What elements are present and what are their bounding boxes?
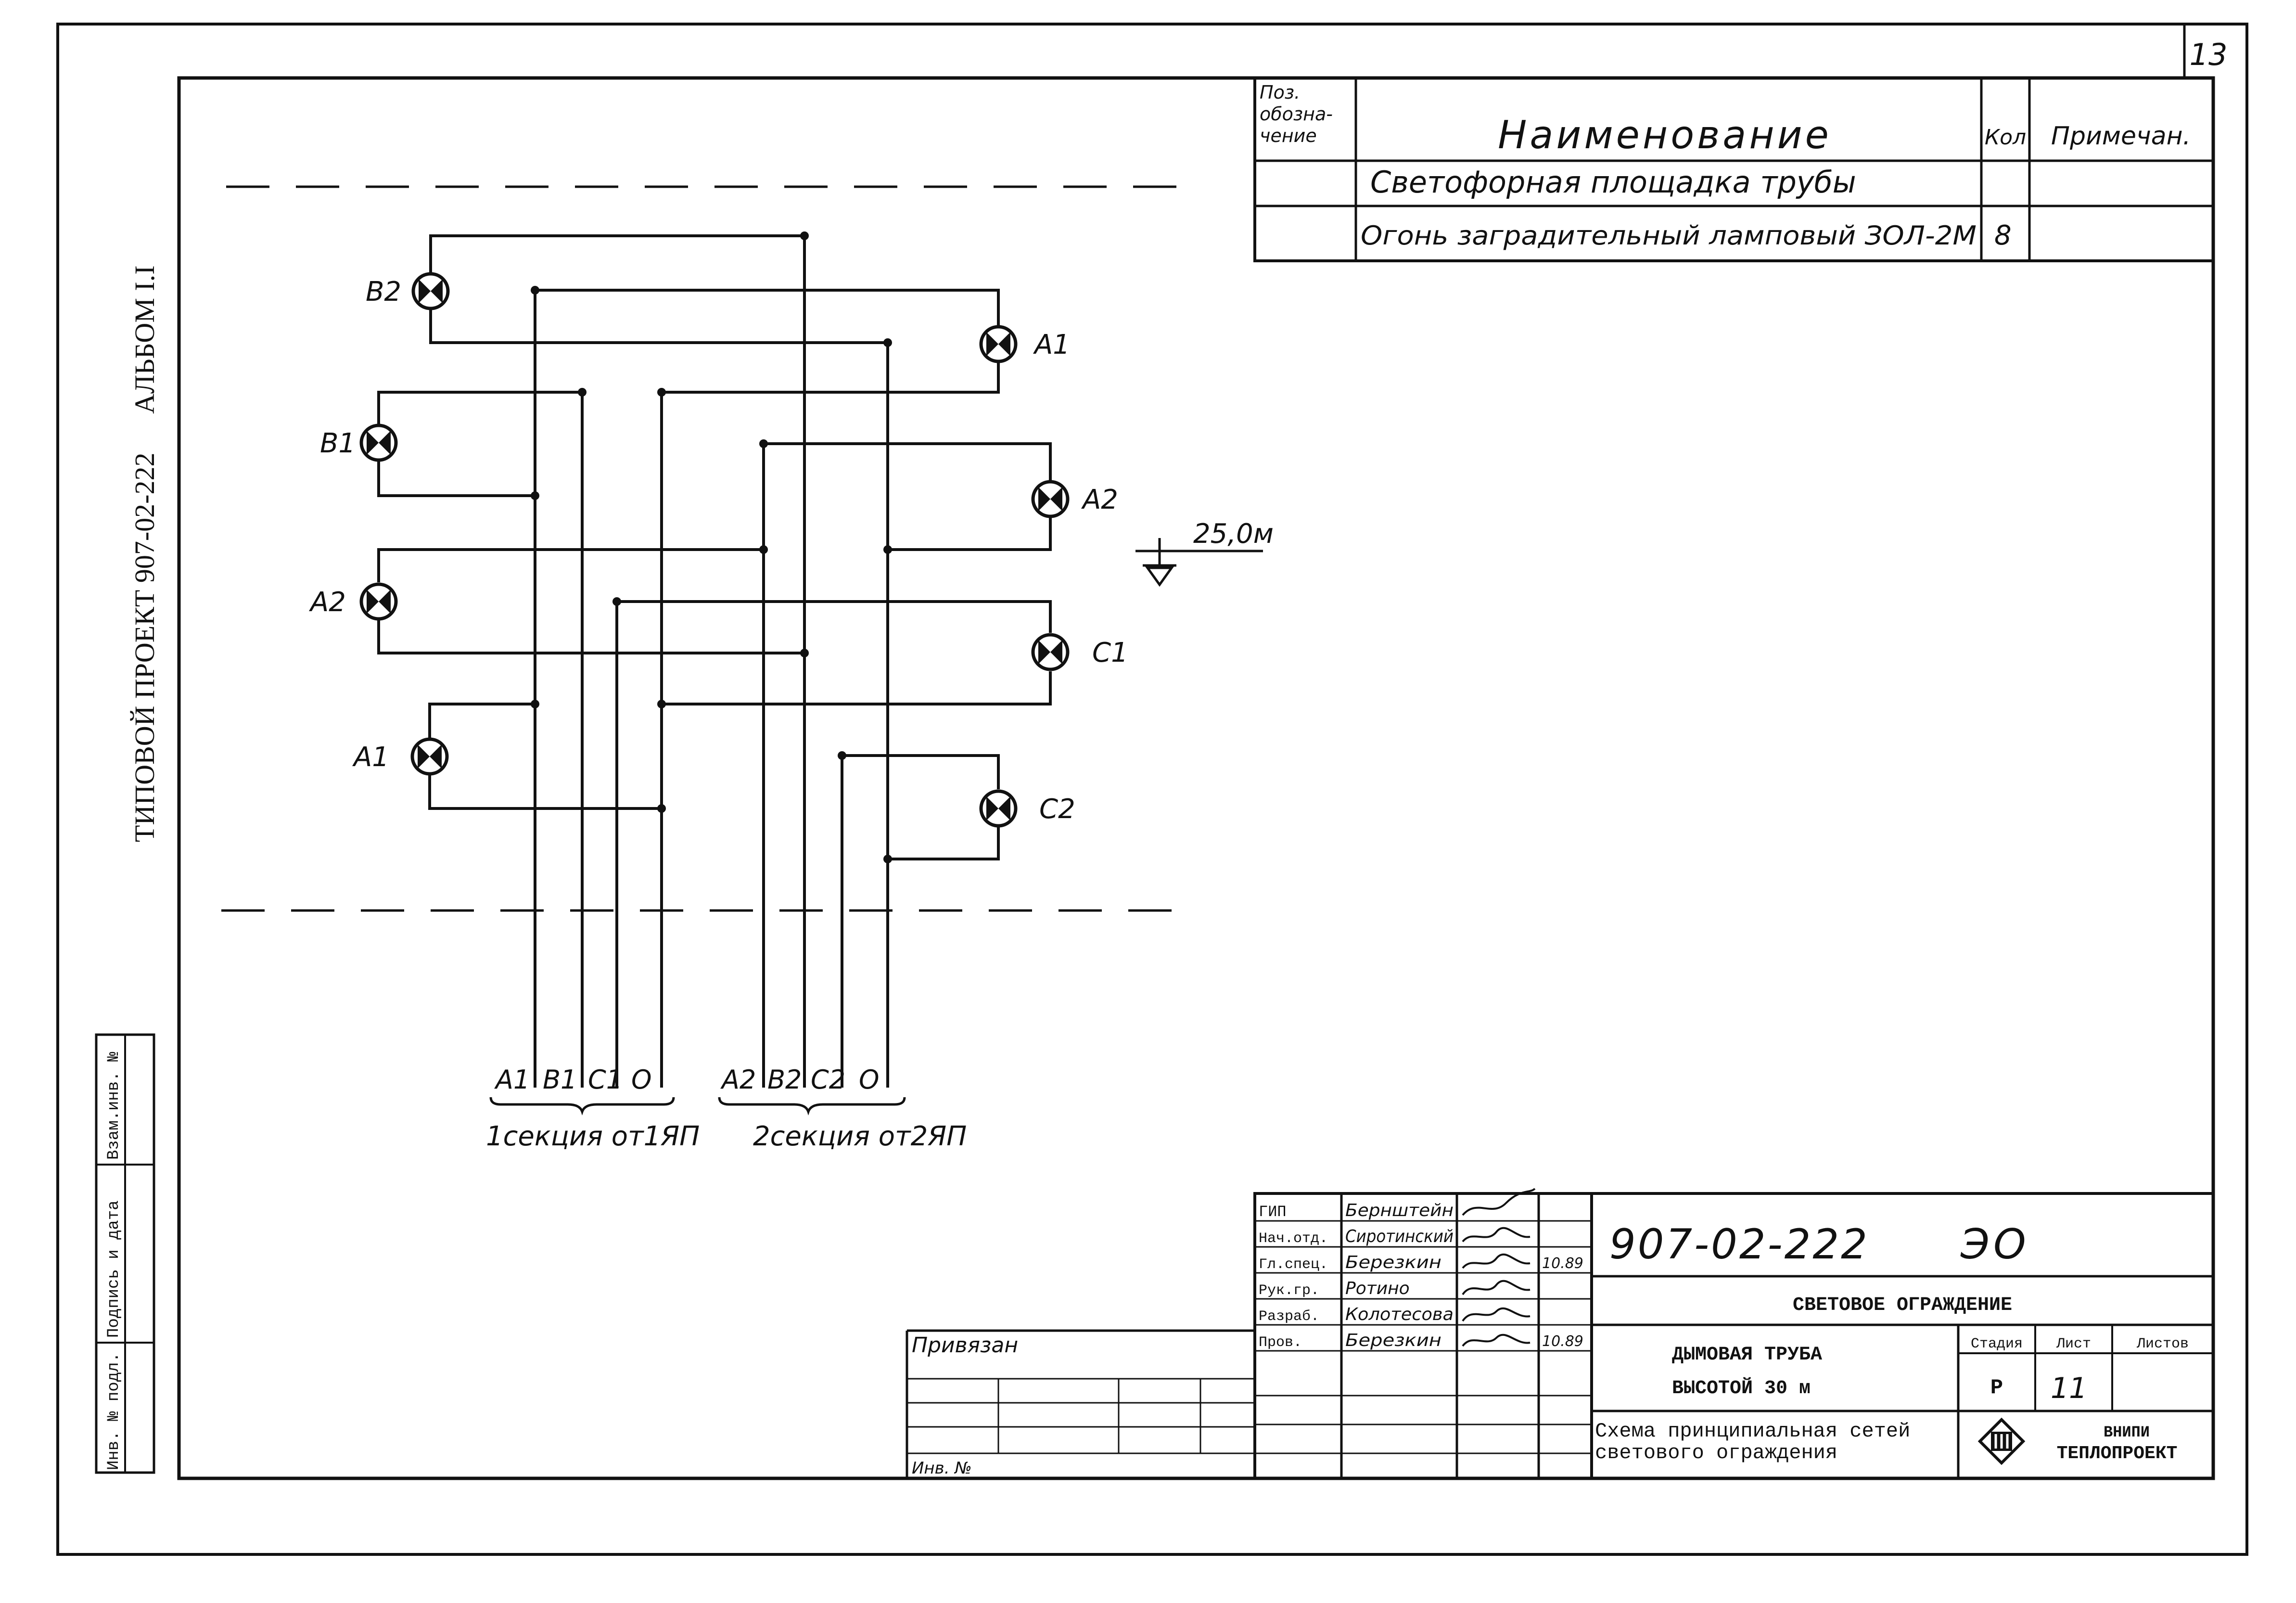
role-prov: Пров. bbox=[1259, 1334, 1302, 1351]
sheet-number: 13 bbox=[2190, 37, 2228, 72]
lamp-c2: C2 bbox=[979, 789, 1075, 828]
section-1-terminal-a1: A1 bbox=[494, 1064, 530, 1095]
lamp-b2-label: B2 bbox=[366, 276, 401, 308]
lamp-c1: C1 bbox=[1031, 633, 1128, 671]
spec-header-pos-3: чение bbox=[1260, 125, 1317, 146]
lamp-a1-right: A1 bbox=[979, 325, 1070, 363]
name-gl-spec: Березкин bbox=[1345, 1253, 1441, 1272]
section-2-terminal-a2: A2 bbox=[720, 1064, 756, 1095]
spec-header-pos-1: Поз. bbox=[1260, 82, 1300, 103]
signature-razrab bbox=[1462, 1307, 1531, 1322]
spec-row-1-name: Светофорная площадка трубы bbox=[1370, 165, 1856, 200]
lamp-a1-left-label: A1 bbox=[352, 742, 389, 773]
spec-header-pos-2: обозна- bbox=[1260, 103, 1333, 125]
section-1-terminal-o: O bbox=[631, 1064, 652, 1095]
drawing-title-line-1: Схема принципиальная сетей bbox=[1595, 1420, 1910, 1443]
name-razrab: Колотесова bbox=[1345, 1305, 1454, 1324]
signature-prov bbox=[1462, 1334, 1531, 1347]
object-line-1: ДЫМОВАЯ ТРУБА bbox=[1672, 1344, 1822, 1366]
date-gl-spec: 10.89 bbox=[1542, 1255, 1583, 1272]
spec-row-2-qty: 8 bbox=[1994, 220, 2012, 251]
section-2-caption: 2секция от2ЯП bbox=[753, 1121, 967, 1152]
lamp-b1: B1 bbox=[320, 423, 398, 462]
stamp-replace-inv: Взам.инв. № bbox=[105, 1052, 123, 1160]
section-1-terminal-c1: C1 bbox=[588, 1064, 623, 1095]
section-1-terminal-b1: B1 bbox=[543, 1064, 577, 1095]
drawing-title-line-2: светового ограждения bbox=[1595, 1441, 1837, 1464]
subtitle: СВЕТОВОЕ ОГРАЖДЕНИЕ bbox=[1793, 1295, 2012, 1316]
name-prov: Березкин bbox=[1345, 1331, 1441, 1350]
lamp-a2-right-label: A2 bbox=[1081, 484, 1118, 515]
signature-nach-otd bbox=[1462, 1227, 1531, 1243]
date-prov: 10.89 bbox=[1542, 1333, 1583, 1350]
role-gip: ГИП bbox=[1259, 1203, 1287, 1221]
section-2-terminal-b2: B2 bbox=[767, 1064, 802, 1095]
sheet-border bbox=[56, 23, 2248, 1556]
stamp-signature-date: Подпись и дата bbox=[105, 1200, 123, 1338]
lamp-c1-label: C1 bbox=[1092, 637, 1128, 668]
privyazan-label: Привязан bbox=[912, 1333, 1018, 1358]
lamp-c2-label: C2 bbox=[1039, 794, 1075, 825]
stamp-inv-no: Инв. № подл. bbox=[105, 1352, 123, 1470]
title-block: Привязан Инв. № ГИП Нач.отд. Гл.спец. Ру… bbox=[906, 1188, 2215, 1480]
lamp-b1-label: B1 bbox=[320, 428, 356, 459]
signature-gl-spec bbox=[1462, 1253, 1531, 1269]
sheet-value: 11 bbox=[2051, 1372, 2087, 1405]
role-nach-otd: Нач.отд. bbox=[1259, 1231, 1328, 1247]
role-gl-spec: Гл.спец. bbox=[1259, 1257, 1328, 1273]
doc-suffix: ЭО bbox=[1960, 1220, 2030, 1269]
lamp-a1-right-label: A1 bbox=[1033, 329, 1070, 360]
spec-row-2-name: Огонь заградительный ламповый ЗОЛ-2М bbox=[1361, 220, 1977, 251]
object-line-2: ВЫСОТОЙ 30 м bbox=[1672, 1377, 1811, 1399]
signature-ruk-gr bbox=[1462, 1280, 1531, 1295]
lamp-b2: B2 bbox=[366, 272, 450, 310]
section-1-caption: 1секция от1ЯП bbox=[486, 1121, 700, 1152]
section-2-terminal-c2: C2 bbox=[811, 1064, 845, 1095]
spec-header-note: Примечан. bbox=[2051, 122, 2191, 151]
level-mark-text: 25,0м bbox=[1193, 518, 1274, 550]
doc-code: 907-02-222 bbox=[1609, 1220, 1869, 1269]
spec-table: Поз. обозна- чение Наименование Кол Прим… bbox=[1253, 77, 2215, 262]
album-side-caption: АЛЬБОМ I.I bbox=[129, 265, 160, 414]
section-1-terminals: A1 B1 C1 O 1секция от1ЯП bbox=[486, 1064, 700, 1152]
lamp-a2-left: A2 bbox=[309, 582, 398, 621]
junction-dots bbox=[531, 231, 892, 863]
stage-header: Стадия bbox=[1971, 1336, 2023, 1352]
project-side-caption: ТИПОВОЙ ПРОЕКТ 907-02-222 bbox=[129, 453, 160, 842]
sheet-header: Лист bbox=[2056, 1336, 2091, 1352]
name-gip: Бернштейн bbox=[1345, 1201, 1454, 1220]
name-nach-otd: Сиротинский bbox=[1345, 1227, 1454, 1246]
sheets-header: Листов bbox=[2136, 1336, 2189, 1352]
lamp-a1-left: A1 bbox=[352, 737, 449, 776]
left-stamp: Инв. № подл. Подпись и дата Взам.инв. № bbox=[95, 1033, 155, 1474]
stage-value: Р bbox=[1990, 1376, 2003, 1400]
lamp-a2-left-label: A2 bbox=[309, 587, 346, 618]
section-2-terminals: A2 B2 C2 O 2секция от2ЯП bbox=[718, 1064, 967, 1152]
inv-no-label: Инв. № bbox=[912, 1459, 972, 1478]
section-2-terminal-o: O bbox=[859, 1064, 880, 1095]
wiring bbox=[377, 234, 1052, 1088]
signature-gip bbox=[1462, 1188, 1536, 1216]
role-razrab: Разраб. bbox=[1259, 1308, 1319, 1325]
name-ruk-gr: Ротино bbox=[1345, 1279, 1410, 1298]
lamp-a2-right: A2 bbox=[1031, 480, 1118, 518]
spec-header-qty: Кол bbox=[1985, 125, 2026, 150]
org-line-2: ТЕПЛОПРОЕКТ bbox=[2057, 1443, 2178, 1464]
spec-header-name: Наименование bbox=[1498, 113, 1832, 157]
organization-logo bbox=[1977, 1417, 2026, 1465]
role-ruk-gr: Рук.гр. bbox=[1259, 1282, 1319, 1299]
org-line-1: ВНИПИ bbox=[2104, 1423, 2150, 1441]
level-mark: 25,0м bbox=[1135, 518, 1274, 587]
sheet-number-box: 13 bbox=[2183, 24, 2228, 78]
